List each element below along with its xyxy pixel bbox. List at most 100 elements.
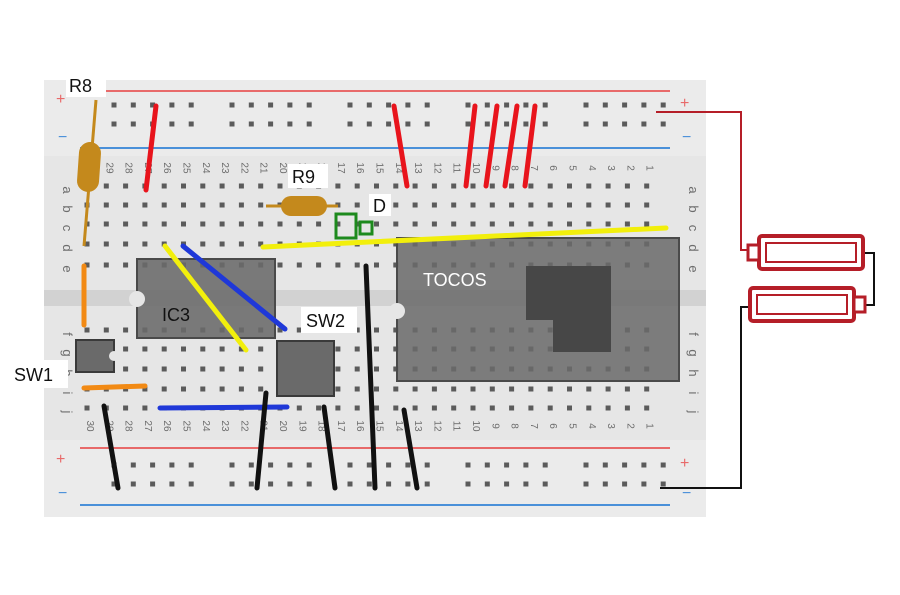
breadboard-hole <box>451 202 457 208</box>
breadboard-hole <box>374 405 379 411</box>
breadboard-hole <box>335 183 341 189</box>
column-number: 25 <box>181 420 192 432</box>
column-number: 17 <box>335 420 346 432</box>
breadboard-hole <box>248 481 254 487</box>
breadboard-hole <box>238 241 244 247</box>
breadboard-hole <box>335 346 341 352</box>
column-number: 13 <box>412 420 423 432</box>
row-letter: a <box>60 186 75 194</box>
breadboard-hole <box>583 102 589 108</box>
breadboard-hole <box>586 202 592 208</box>
bottom-left-plus-sign: + <box>56 451 65 468</box>
column-number: 22 <box>238 162 249 174</box>
breadboard-hole <box>528 221 534 227</box>
column-number: 14 <box>393 162 404 174</box>
column-number: 7 <box>528 165 539 171</box>
breadboard-hole <box>470 386 476 392</box>
breadboard-hole <box>130 481 136 487</box>
breadboard-hole <box>103 221 109 227</box>
breadboard-hole <box>504 462 510 468</box>
breadboard-hole <box>374 386 379 392</box>
breadboard-hole <box>405 102 411 108</box>
ic3-notch <box>129 291 145 307</box>
breadboard-hole <box>431 183 437 189</box>
breadboard-hole <box>188 481 194 487</box>
breadboard-hole <box>567 386 572 392</box>
top-right-plus-sign: + <box>680 95 689 112</box>
breadboard-hole <box>424 481 430 487</box>
yellow-wires <box>162 225 669 353</box>
breadboard-hole <box>547 183 553 189</box>
breadboard-hole <box>504 121 510 127</box>
breadboard-hole <box>374 327 379 333</box>
breadboard-hole <box>583 121 589 127</box>
breadboard-hole <box>386 102 392 108</box>
breadboard-hole <box>354 202 360 208</box>
breadboard-hole <box>465 121 471 127</box>
breadboard-hole <box>123 327 129 333</box>
breadboard-hole <box>103 202 109 208</box>
red-wires <box>143 103 538 193</box>
breadboard-hole <box>602 481 608 487</box>
breadboard-hole <box>258 366 264 372</box>
column-number: 10 <box>470 162 481 174</box>
breadboard-hole <box>602 462 608 468</box>
breadboard-hole <box>644 221 650 227</box>
sw1-switch <box>75 339 119 373</box>
black-wire <box>321 404 338 491</box>
breadboard-hole <box>622 481 628 487</box>
breadboard-hole <box>306 481 312 487</box>
breadboard-hole <box>238 386 244 392</box>
breadboard-hole <box>335 221 341 227</box>
breadboard-hole <box>624 405 630 411</box>
breadboard-hole <box>248 102 254 108</box>
black-wire <box>101 403 121 491</box>
breadboard-hole <box>111 481 117 487</box>
breadboard-hole <box>605 405 611 411</box>
breadboard-hole <box>130 462 136 468</box>
column-number: 18 <box>316 420 327 432</box>
breadboard-hole <box>161 386 167 392</box>
breadboard-hole <box>268 462 274 468</box>
breadboard-hole <box>130 121 136 127</box>
breadboard-hole <box>412 183 418 189</box>
breadboard-hole <box>277 221 283 227</box>
breadboard-hole <box>405 462 411 468</box>
orange-wires <box>81 263 148 391</box>
r8-body <box>77 142 101 192</box>
breadboard-hole <box>366 121 372 127</box>
breadboard-hole <box>644 183 650 189</box>
breadboard-hole <box>142 405 148 411</box>
breadboard-hole <box>169 462 175 468</box>
breadboard-hole <box>424 462 430 468</box>
column-number: 26 <box>161 420 172 432</box>
breadboard-hole <box>84 405 90 411</box>
breadboard-hole <box>523 102 529 108</box>
row-letter: h <box>686 369 701 376</box>
column-number: 26 <box>161 162 172 174</box>
breadboard-hole <box>412 202 418 208</box>
battery-2-inner <box>756 294 848 315</box>
breadboard-hole <box>268 481 274 487</box>
breadboard-hole <box>150 102 156 108</box>
breadboard-hole <box>386 462 392 468</box>
breadboard-hole <box>484 481 490 487</box>
breadboard-hole <box>258 202 264 208</box>
breadboard-hole <box>123 241 129 247</box>
column-number: 28 <box>123 420 134 432</box>
row-letter: j <box>686 410 701 414</box>
breadboard-hole <box>641 481 647 487</box>
battery-1-terminal <box>746 243 761 262</box>
breadboard-hole <box>316 221 322 227</box>
breadboard-hole <box>306 462 312 468</box>
orange-wire <box>81 383 148 391</box>
battery-1-inner <box>765 242 857 263</box>
breadboard-hole <box>431 202 437 208</box>
column-number: 3 <box>605 423 616 429</box>
breadboard-hole <box>489 386 495 392</box>
breadboard-hole <box>268 121 274 127</box>
breadboard-hole <box>542 462 548 468</box>
breadboard-hole <box>347 121 353 127</box>
breadboard-hole <box>374 366 379 372</box>
breadboard-hole <box>169 121 175 127</box>
